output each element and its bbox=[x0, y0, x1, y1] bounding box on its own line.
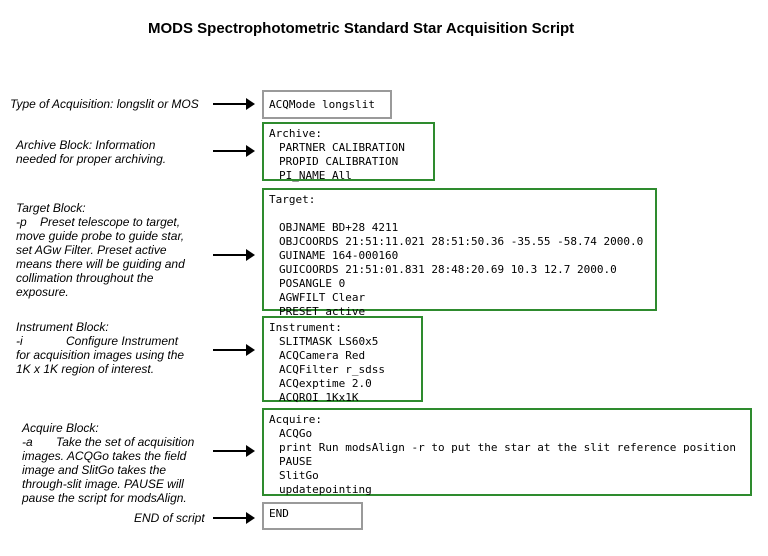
label-line: needed for proper archiving. bbox=[16, 152, 167, 166]
code-line: ACQGo bbox=[279, 427, 313, 440]
code-line: Target: bbox=[269, 193, 316, 206]
code-line: OBJCOORDS 21:51:11.021 28:51:50.36 -35.5… bbox=[279, 235, 644, 248]
code-line: SlitGo bbox=[279, 469, 319, 482]
label-line: Instrument Block: bbox=[16, 320, 109, 334]
code-line: PAUSE bbox=[279, 455, 313, 468]
code-line: PI_NAME All bbox=[279, 169, 352, 182]
label-line: -a Take the set of acquisition bbox=[22, 435, 195, 449]
label-line: means there will be guiding and bbox=[16, 257, 185, 271]
end-arrow bbox=[213, 512, 255, 524]
label-line: Target Block: bbox=[16, 201, 86, 215]
label-line: -p Preset telescope to target, bbox=[16, 215, 181, 229]
label-line: image and SlitGo takes the bbox=[22, 463, 167, 477]
instrument-label: Instrument Block: -i Configure Instrumen… bbox=[16, 320, 184, 376]
label-line: Acquire Block: bbox=[22, 421, 99, 435]
label-line: END of script bbox=[134, 511, 205, 525]
end-box: END bbox=[262, 502, 363, 530]
label-line: 1K x 1K region of interest. bbox=[16, 362, 155, 376]
code-line: PARTNER CALIBRATION bbox=[279, 141, 405, 154]
code-line: ACQROI 1Kx1K bbox=[279, 391, 359, 404]
label-line: images. ACQGo takes the field bbox=[22, 449, 187, 463]
archive-box: Archive: PARTNER CALIBRATION PROPID CALI… bbox=[262, 122, 435, 182]
code-line: END bbox=[269, 507, 289, 520]
target-label: Target Block: -p Preset telescope to tar… bbox=[16, 201, 185, 299]
label-line: through-slit image. PAUSE will bbox=[22, 477, 184, 491]
acqmode-arrow bbox=[213, 98, 255, 110]
instrument-arrow bbox=[213, 344, 255, 356]
code-line: SLITMASK LS60x5 bbox=[279, 335, 379, 348]
label-line: exposure. bbox=[16, 285, 69, 299]
code-line: OBJNAME BD+28 4211 bbox=[279, 221, 399, 234]
code-line: print Run modsAlign -r to put the star a… bbox=[279, 441, 736, 454]
label-line: move guide probe to guide star, bbox=[16, 229, 185, 243]
acquire-box: Acquire: ACQGo print Run modsAlign -r to… bbox=[262, 408, 752, 496]
code-line: PRESET active bbox=[279, 305, 366, 318]
acqmode-box: ACQMode longslit bbox=[262, 90, 392, 119]
code-line: Acquire: bbox=[269, 413, 322, 426]
label-line: Archive Block: Information bbox=[16, 138, 156, 152]
code-line: GUINAME 164-000160 bbox=[279, 249, 399, 262]
label-line: pause the script for modsAlign. bbox=[22, 491, 187, 505]
code-line: PROPID CALIBRATION bbox=[279, 155, 399, 168]
end-label: END of script bbox=[134, 511, 205, 525]
code-line: ACQexptime 2.0 bbox=[279, 377, 372, 390]
target-arrow bbox=[213, 249, 255, 261]
label-line: -i Configure Instrument bbox=[16, 334, 179, 348]
page-title: MODS Spectrophotometric Standard Star Ac… bbox=[148, 20, 575, 37]
target-box: Target: OBJNAME BD+28 4211 OBJCOORDS 21:… bbox=[262, 188, 657, 318]
label-line: for acquisition images using the bbox=[16, 348, 185, 362]
code-line: POSANGLE 0 bbox=[279, 277, 346, 290]
label-line: Type of Acquisition: longslit or MOS bbox=[10, 97, 199, 111]
code-line: Archive: bbox=[269, 127, 322, 140]
code-line: ACQMode longslit bbox=[269, 98, 375, 111]
code-line: GUICOORDS 21:51:01.831 28:48:20.69 10.3 … bbox=[279, 263, 617, 276]
instrument-box: Instrument: SLITMASK LS60x5 ACQCamera Re… bbox=[262, 316, 423, 404]
code-line: updatepointing bbox=[279, 483, 372, 496]
code-line: AGWFILT Clear bbox=[279, 291, 366, 304]
code-line bbox=[269, 207, 650, 221]
archive-label: Archive Block: Information needed for pr… bbox=[16, 138, 166, 166]
archive-arrow bbox=[213, 145, 255, 157]
label-line: collimation throughout the bbox=[16, 271, 154, 285]
code-line: ACQFilter r_sdss bbox=[279, 363, 385, 376]
label-line: set AGw Filter. Preset active bbox=[16, 243, 167, 257]
code-line: Instrument: bbox=[269, 321, 342, 334]
acquire-label: Acquire Block: -a Take the set of acquis… bbox=[22, 421, 194, 505]
acqmode-label: Type of Acquisition: longslit or MOS bbox=[10, 97, 199, 111]
code-line: ACQCamera Red bbox=[279, 349, 366, 362]
acquire-arrow bbox=[213, 445, 255, 457]
